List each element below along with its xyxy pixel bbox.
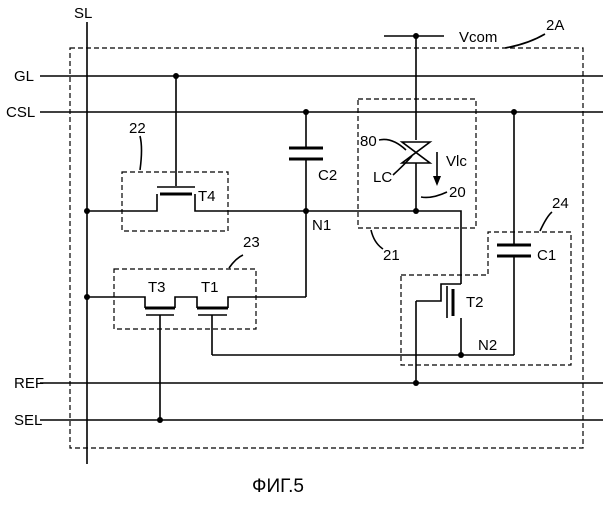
t3-source-wire <box>87 297 145 308</box>
block-21-leader <box>371 230 383 249</box>
block-20-label: 20 <box>449 184 466 201</box>
lc-leader <box>393 156 412 175</box>
block-22-leader <box>140 136 142 170</box>
vlc-arrow-head <box>433 176 441 186</box>
junction-n2 <box>458 352 464 358</box>
block-23-leader <box>229 255 243 268</box>
t4-label: T4 <box>198 188 216 205</box>
junction-sl-t3 <box>84 294 90 300</box>
t1-label: T1 <box>201 279 219 296</box>
junction-ref <box>413 380 419 386</box>
n1-label: N1 <box>312 217 331 234</box>
junction-sl-t4 <box>84 208 90 214</box>
junction-vcom <box>413 33 419 39</box>
lc-label: LC <box>373 169 392 186</box>
c1-label: C1 <box>537 247 556 264</box>
sl-label: SL <box>74 5 92 22</box>
figure-caption: ФИГ.5 <box>252 476 304 497</box>
block-2a-label: 2A <box>546 17 564 34</box>
block-23-outline <box>114 269 256 329</box>
lc-element-symbol <box>402 142 430 163</box>
block-21-label: 21 <box>383 247 400 264</box>
csl-label: CSL <box>6 104 35 121</box>
n2-label: N2 <box>478 337 497 354</box>
junction-n1 <box>303 208 309 214</box>
block-20-leader <box>421 192 447 197</box>
block-22-label: 22 <box>129 120 146 137</box>
block-2a-leader <box>505 34 545 48</box>
block-80-label: 80 <box>360 133 377 150</box>
vlc-label: Vlc <box>446 153 467 170</box>
t3-label: T3 <box>148 279 166 296</box>
block-23-label: 23 <box>243 234 260 251</box>
junction-csl-c2 <box>303 109 309 115</box>
junction-gl-t4 <box>173 73 179 79</box>
t2-label: T2 <box>466 294 484 311</box>
sel-label: SEL <box>14 412 42 429</box>
c2-label: C2 <box>318 167 337 184</box>
junction-lc <box>413 208 419 214</box>
block-80-leader <box>379 139 406 150</box>
junction-csl-c1 <box>511 109 517 115</box>
block-2a-outline <box>70 48 583 448</box>
lc-to-t2-wire <box>416 211 461 284</box>
vcom-label: Vcom <box>459 29 497 46</box>
t1-drain-wire <box>228 297 306 308</box>
ref-label: REF <box>14 375 44 392</box>
t3-t1-link <box>175 297 197 308</box>
gl-label: GL <box>14 68 34 85</box>
block-24-leader <box>540 212 552 231</box>
block-24-label: 24 <box>552 195 569 212</box>
junction-sel <box>157 417 163 423</box>
